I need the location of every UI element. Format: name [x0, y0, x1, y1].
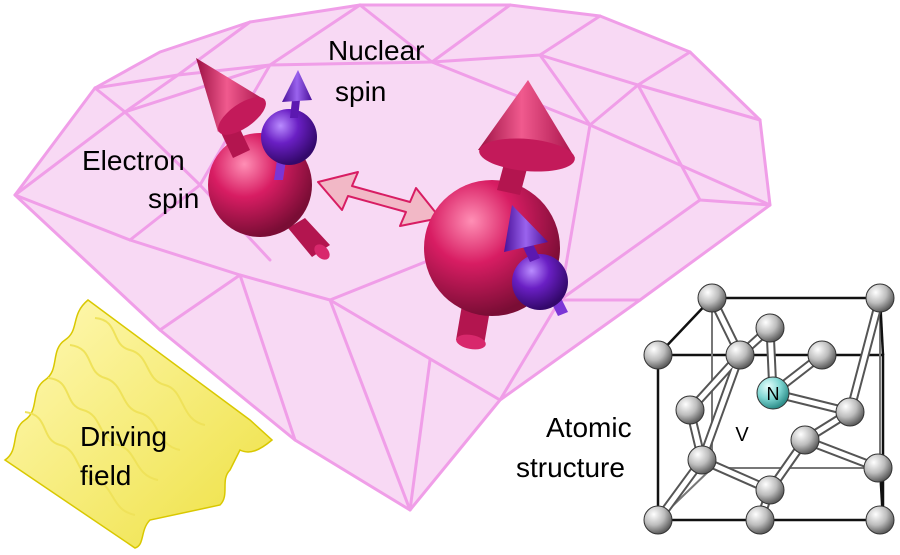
nuclear-sphere-left: [261, 109, 317, 165]
lattice-atom: [835, 397, 865, 427]
nuclear-spin-stem-left: [290, 100, 300, 118]
electron-spin-label: Electron spin: [82, 145, 199, 214]
wave-back: [3, 299, 274, 549]
nuclear-spin-stem-right: [522, 242, 540, 262]
atomic-structure: N V: [643, 283, 895, 535]
left-spin-pair: [196, 58, 330, 260]
atomic-structure-label-line1: Atomic: [546, 412, 632, 443]
lattice-atom: [755, 313, 785, 343]
lattice-atom: [643, 340, 673, 370]
right-spin-pair: [424, 80, 575, 350]
lattice-atom: [807, 340, 837, 370]
lattice-atom: [687, 445, 717, 475]
electron-spin-cone-right: [478, 80, 575, 158]
nitrogen-atom: [756, 376, 790, 410]
lattice-atom: [790, 425, 820, 455]
nuclear-spin-cone-right: [504, 205, 548, 252]
nuclear-spin-label-line2: spin: [335, 76, 386, 107]
electron-spin-cone-left: [196, 58, 265, 132]
driving-field-label: Driving field: [80, 421, 167, 491]
nuclear-spin-label-line1: Nuclear: [328, 35, 424, 66]
lattice-atom: [755, 475, 785, 505]
atomic-structure-label-line2: structure: [516, 452, 625, 483]
electron-spin-label-line2: spin: [148, 183, 199, 214]
lattice-atom: [863, 453, 893, 483]
lattice-atom: [725, 340, 755, 370]
nuclear-sphere-right: [512, 254, 568, 310]
lattice-atom: [745, 505, 775, 535]
lattice-atom: [865, 283, 895, 313]
atomic-structure-label: Atomic structure: [516, 412, 632, 483]
nitrogen-label: N: [767, 384, 780, 404]
driving-field-label-line1: Driving: [80, 421, 167, 452]
electron-spin-label-line1: Electron: [82, 145, 185, 176]
diamond-outline: [13, 3, 772, 512]
lattice-atom: [865, 505, 895, 535]
nuclear-spin-left: [261, 70, 317, 180]
lattice-atom: [675, 395, 705, 425]
nuclear-spin-right: [504, 205, 568, 316]
vacancy-label: V: [735, 424, 749, 446]
nuclear-spin-label: Nuclear spin: [328, 35, 424, 107]
driving-field-wave: [3, 299, 274, 549]
lattice-atoms: [643, 283, 895, 535]
nuclear-spin-tail-left: [274, 160, 286, 180]
lattice-atom: [643, 505, 673, 535]
driving-field-label-line2: field: [80, 460, 131, 491]
lattice-atom: [697, 283, 727, 313]
nuclear-spin-cone-left: [282, 70, 312, 102]
